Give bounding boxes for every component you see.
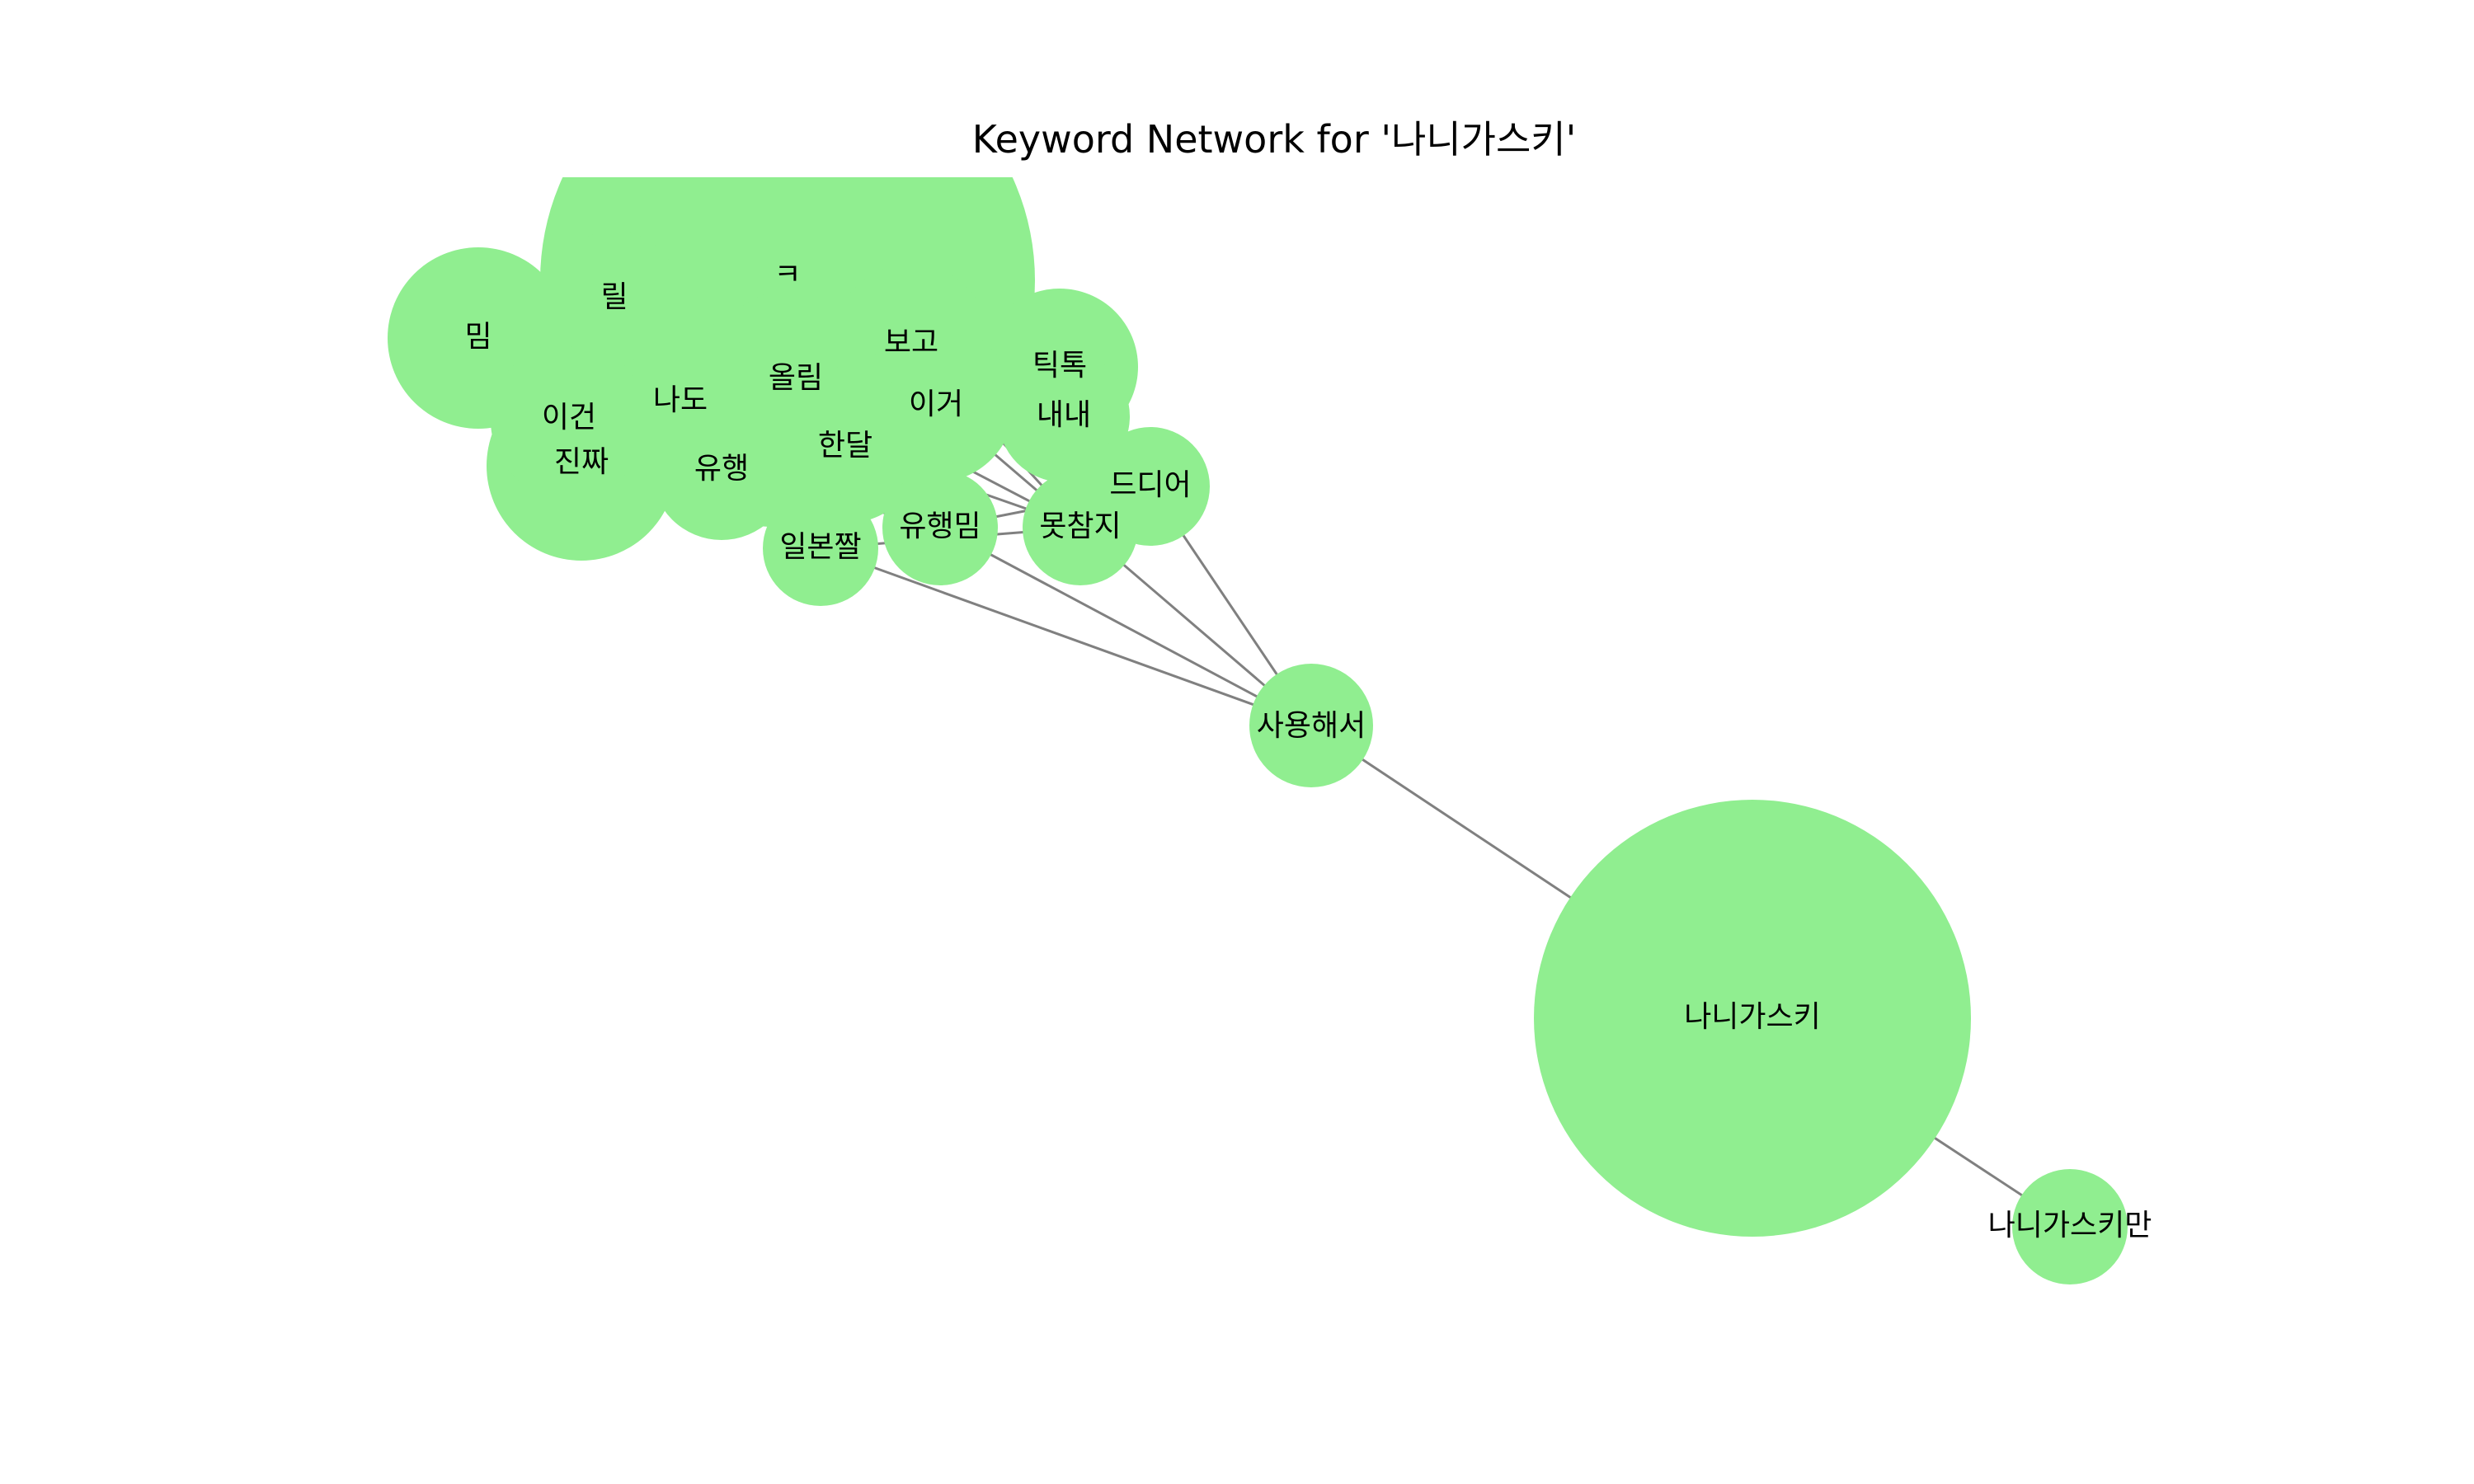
- node-label-나도: 나도: [653, 383, 708, 417]
- node-label-이거: 이거: [909, 387, 963, 421]
- node-못참지: [1023, 470, 1138, 585]
- edge-일본짤-사용해서: [820, 547, 1312, 727]
- node-label-릴: 릴: [600, 280, 628, 314]
- node-label-한달: 한달: [818, 429, 872, 463]
- node-나니가스키만: [2012, 1169, 2128, 1284]
- node-유행: [651, 400, 792, 540]
- node-릴: [548, 231, 680, 363]
- node-나니가스키: [1534, 800, 1971, 1237]
- node-한달: [767, 367, 924, 524]
- node-label-이건: 이건: [542, 401, 596, 434]
- node-label-못참지: 못참지: [1039, 510, 1121, 543]
- diagram-title: Keyword Network for '나니가스키': [972, 117, 1577, 162]
- node-유행밈: [882, 470, 998, 585]
- node-label-유행: 유행: [694, 452, 749, 486]
- node-label-드디어: 드디어: [1109, 468, 1191, 502]
- node-label-ㅋ: ㅋ: [774, 258, 801, 292]
- node-label-보고: 보고: [884, 326, 938, 359]
- node-label-일본짤: 일본짤: [779, 530, 861, 564]
- node-label-나니가스키만: 나니가스키만: [1988, 1209, 2152, 1242]
- node-label-진짜: 진짜: [554, 445, 609, 479]
- node-사용해서: [1249, 664, 1373, 787]
- node-이건: [491, 342, 647, 499]
- node-label-나니가스키: 나니가스키: [1684, 1000, 1821, 1034]
- node-일본짤: [763, 491, 878, 606]
- node-label-내내: 내내: [1037, 398, 1091, 432]
- node-label-틱톡: 틱톡: [1032, 349, 1087, 383]
- node-label-올림: 올림: [769, 361, 823, 395]
- edge-유행밈-사용해서: [939, 526, 1312, 727]
- node-label-밈: 밈: [464, 320, 492, 354]
- node-label-사용해서: 사용해서: [1257, 709, 1366, 743]
- node-label-유행밈: 유행밈: [899, 510, 981, 543]
- node-내내: [998, 350, 1130, 482]
- nodes-layer: [388, 177, 2128, 1284]
